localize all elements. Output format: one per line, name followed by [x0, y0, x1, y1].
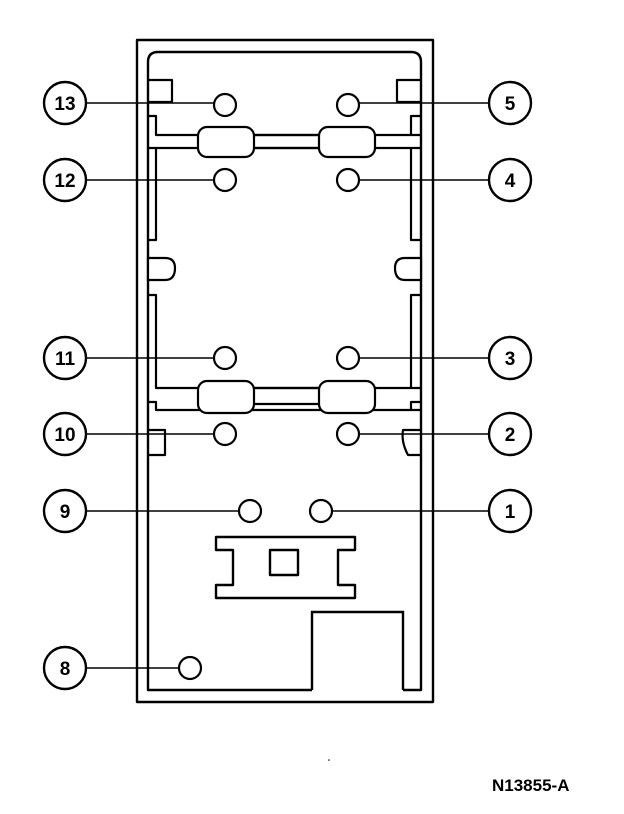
pin-2	[335, 421, 361, 447]
terminal-pins	[177, 92, 361, 681]
pin-1	[308, 498, 334, 524]
callout-10: 10	[42, 411, 88, 457]
callout-12: 12	[42, 157, 88, 203]
callout-11: 11	[42, 335, 88, 381]
pin-3	[335, 345, 361, 371]
print-speck	[328, 759, 330, 761]
callout-2: 2	[487, 411, 533, 457]
latch-lower-left	[196, 379, 256, 415]
latch-upper-right	[317, 125, 377, 159]
callout-13: 13	[42, 80, 88, 126]
latch-upper-left	[196, 125, 256, 159]
pin-4	[335, 167, 361, 193]
figure-code: N13855-A	[492, 776, 570, 795]
pin-8	[177, 655, 203, 681]
pin-13	[212, 92, 238, 118]
connector-body	[135, 38, 435, 704]
lower-cavity	[148, 428, 421, 457]
pin-5	[335, 92, 361, 118]
upper-latches	[196, 125, 377, 159]
callout-label: 8	[60, 659, 71, 680]
lower-latches	[196, 379, 377, 415]
upper-cavity	[148, 78, 421, 150]
pin-10	[212, 421, 238, 447]
callout-label: 9	[60, 502, 71, 523]
pin-11	[212, 345, 238, 371]
callout-label: 2	[505, 425, 516, 446]
callout-1: 1	[487, 488, 533, 534]
callout-label: 13	[54, 94, 75, 115]
callout-label: 5	[505, 94, 516, 115]
bottom-tab	[310, 610, 405, 690]
callout-label: 4	[505, 171, 516, 192]
callout-label: 12	[54, 171, 75, 192]
connector-outer-frame	[135, 38, 435, 704]
callout-5: 5	[487, 80, 533, 126]
callout-4: 4	[487, 157, 533, 203]
connector-inner-wall	[146, 50, 423, 692]
callout-label: 10	[54, 425, 75, 446]
leader-lines	[86, 102, 488, 669]
callout-8: 8	[42, 645, 88, 691]
middle-cavity	[148, 148, 421, 412]
callouts: 13 12 11 10 9 8 5 4	[42, 80, 533, 691]
pin-12	[212, 167, 238, 193]
pin-9	[237, 498, 263, 524]
keying-square	[268, 548, 300, 577]
keying-block	[214, 535, 357, 600]
callout-label: 1	[505, 502, 516, 523]
callout-3: 3	[487, 335, 533, 381]
latch-lower-right	[317, 379, 377, 415]
side-notches	[146, 256, 423, 282]
callout-label: 11	[55, 349, 76, 370]
notch-left	[146, 256, 177, 282]
notch-right	[393, 256, 423, 282]
callout-9: 9	[42, 488, 88, 534]
callout-label: 3	[505, 349, 516, 370]
